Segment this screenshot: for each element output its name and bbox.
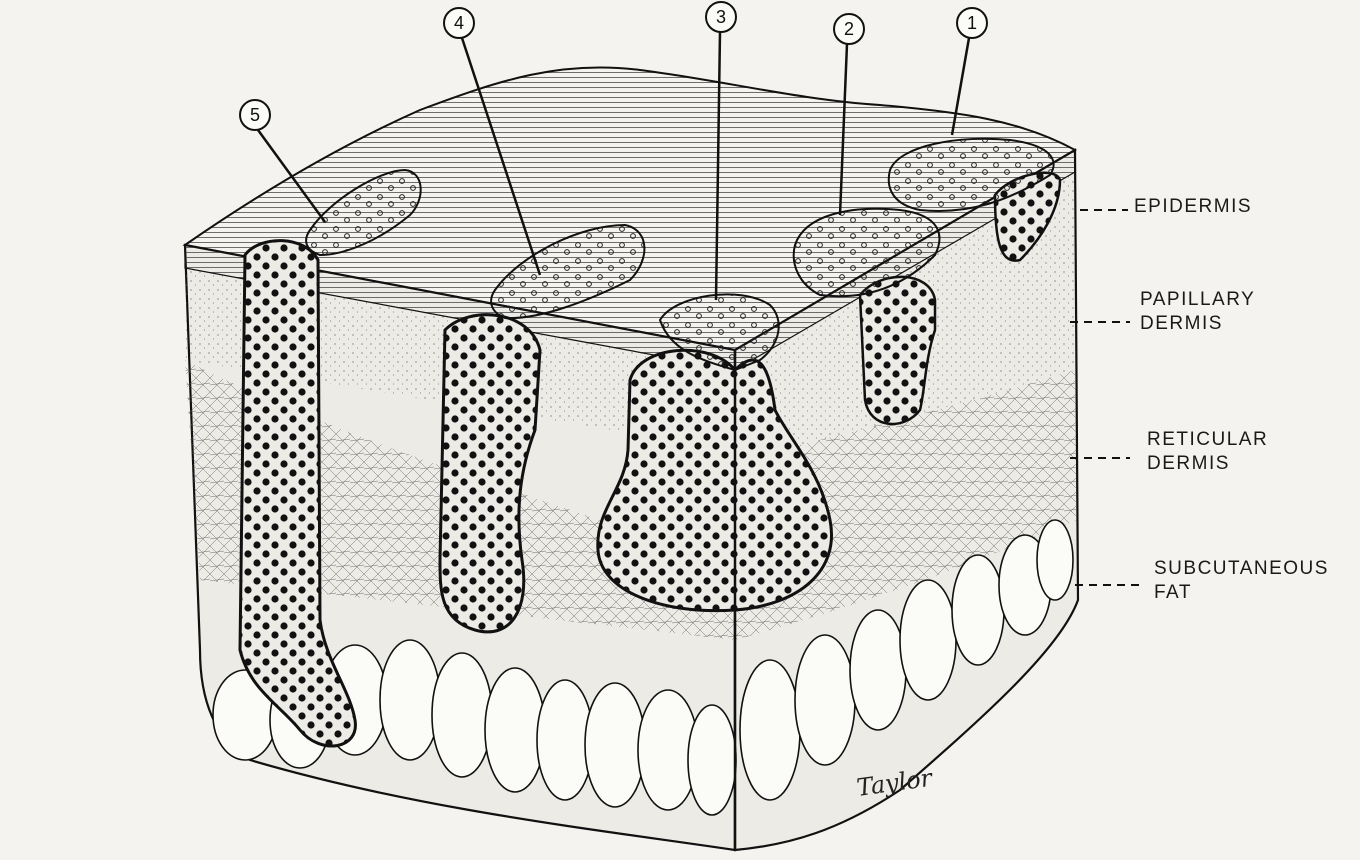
label-papillary-dermis: PAPILLARY DERMIS <box>1140 288 1255 336</box>
svg-text:4: 4 <box>454 13 464 33</box>
label-reticular-dermis: RETICULAR DERMIS <box>1147 428 1268 476</box>
marker-5: 5 <box>240 100 270 130</box>
label-subcutaneous-fat: SUBCUTANEOUS FAT <box>1154 557 1329 605</box>
label-epidermis: EPIDERMIS <box>1134 195 1252 219</box>
layer-leader-lines <box>1070 210 1145 585</box>
svg-text:1: 1 <box>967 13 977 33</box>
marker-4: 4 <box>444 8 474 38</box>
svg-text:3: 3 <box>716 7 726 27</box>
marker-3: 3 <box>706 2 736 32</box>
svg-text:5: 5 <box>250 105 260 125</box>
marker-1: 1 <box>957 8 987 38</box>
svg-text:2: 2 <box>844 19 854 39</box>
marker-2: 2 <box>834 14 864 44</box>
